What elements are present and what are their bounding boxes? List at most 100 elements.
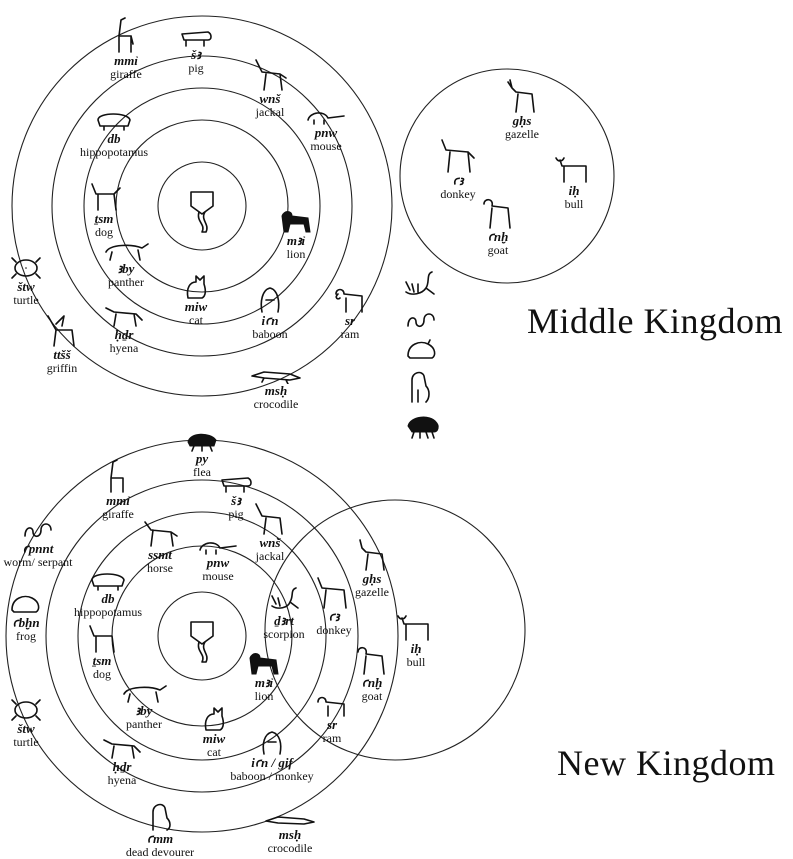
translit: ttšš [53,347,71,362]
translit: šꜣ [231,493,241,508]
goat-icon [483,198,511,229]
nk-animal-lion: mꜣỉ lion [229,650,299,702]
translit: iḥ [410,641,422,656]
translit: ꜥnḫ [361,675,383,690]
translit: gḥs [362,571,382,586]
translit: ꜣby [135,703,153,718]
mk-ring-4 [51,55,353,357]
gloss: baboon / monkey [230,768,314,783]
griffin-icon [47,315,75,347]
mk-animal-cat: miw cat [161,274,231,326]
nk-animal-turtle: štw turtle [0,698,61,748]
translit: mꜣỉ [286,233,306,248]
translit: ꜥnḫ [487,229,509,244]
nk-animal-baboon: iꜥn / gif baboon / monkey [217,728,327,782]
hippopotamus-icon [97,113,131,131]
gloss: panther [126,716,162,731]
translit: mmỉ [114,53,138,68]
gloss: cat [189,312,203,327]
bull-icon [397,615,429,641]
translit: ꜥꜣ [328,609,340,624]
bull-icon [555,157,587,183]
hyena-icon [103,739,141,759]
translit: pnw [206,555,230,570]
translit: ḏꜣrt [274,613,294,628]
nk-animal-donkey: ꜥꜣ donkey [299,576,369,636]
donkey-icon [317,577,347,609]
translit: gḥs [512,113,532,128]
mouse-icon [307,112,345,125]
gloss: goat [487,242,509,257]
mk-animal-hyena: ḥḏr hyena [89,302,159,354]
gloss: donkey [440,186,476,201]
jackal-icon [255,503,283,535]
gloss: griffin [46,360,78,375]
translit: iꜥn / gif [251,755,293,770]
crocodile-icon [251,371,301,384]
mk-animal-panther: ꜣby panther [91,240,161,288]
nk-animal-dog: ṯsm dog [67,622,137,680]
gloss: turtle [13,292,39,307]
translit: šꜣ [191,47,201,62]
translit: ꜥꜣ [452,173,464,188]
nk-animal-goat: ꜥnḫ goat [337,646,407,702]
gloss: hippopotamus [74,604,142,619]
mk-animal-turtle: štw turtle [0,256,61,306]
jackal-icon [255,59,287,91]
gloss: lion [254,688,274,703]
translit: iꜥn [261,313,279,328]
pig-icon [181,31,212,47]
serpent-icon [24,523,52,538]
translit: wnš [259,535,281,550]
pig-icon [221,477,252,493]
horse-icon [144,521,178,547]
mk-center-sign-icon [190,191,214,233]
dead-devourer-icon [152,803,171,831]
gloss: frog [16,628,36,643]
nk-animal-giraffe: mmỉ giraffe [83,458,153,520]
nk-animal-frog: ꜥbḫn frog [0,590,61,642]
hippopotamus-icon [91,573,125,591]
mk-animal-goat: ꜥnḫ goat [463,198,533,256]
nk-animal-ram: sr ram [297,694,367,744]
mk-animal-lion: mꜣỉ lion [261,208,331,260]
giraffe-icon [118,17,134,53]
translit: ꜥmm [146,831,174,846]
nk-animal-flea: py flea [167,430,237,478]
translit: ṯsm [92,653,112,668]
gloss: dog [95,224,113,239]
serpent-icon [404,306,438,337]
gloss: jackal [255,104,285,119]
mk-ring-3 [83,87,321,325]
panther-icon [123,685,167,703]
mk-animal-giraffe: mmỉ giraffe [91,16,161,80]
frog-icon [404,336,440,367]
gloss: bull [406,654,426,669]
nk-animal-dead-devourer: ꜥmm dead devourer [115,800,205,858]
nk-center-sign-icon [190,621,214,663]
mk-animal-gazelle: gḥs gazelle [487,78,557,140]
gloss: ram [322,730,342,745]
middle-kingdom-title: Middle Kingdom [527,301,783,341]
gloss: hyena [109,340,139,355]
nk-animal-gazelle: gḥs gazelle [337,538,407,598]
ram-icon [335,288,363,313]
gloss: hyena [107,772,137,787]
nk-ring-4 [45,479,359,793]
mk-ring-1 [157,161,247,251]
gloss: crocodile [253,396,299,411]
gloss: horse [147,560,173,575]
translit: miw [184,299,208,314]
mk-animal-griffin: ttšš griffin [27,314,97,374]
translit: ḥḏr [114,327,134,342]
translit: sr [326,717,338,732]
dead-devourer-icon [402,366,436,409]
mk-animal-baboon: iꜥn baboon [235,284,305,340]
nk-ring-3 [77,511,327,761]
nk-animal-worm: ꜥpnnt worm/ serpant [3,516,73,568]
translit: ꜥbḫn [12,615,40,630]
translit: db [101,591,115,606]
gloss: goat [361,688,383,703]
translit: pnw [314,125,338,140]
nk-animal-horse: ssmt horse [125,518,195,574]
